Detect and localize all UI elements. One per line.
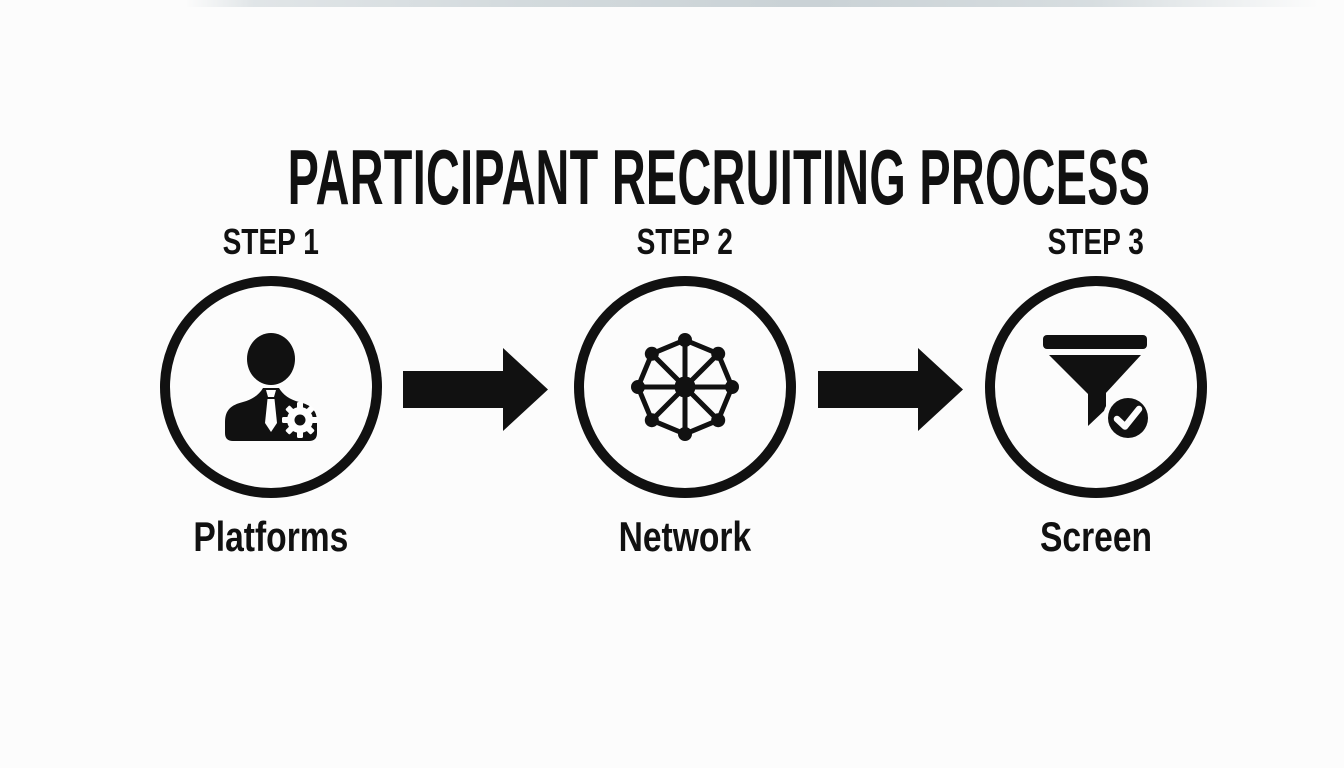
step-3-group: STEP 3 Screen — [946, 224, 1246, 558]
step-3-circle — [985, 276, 1207, 498]
businessman-gear-icon — [222, 333, 320, 441]
arrow-right-icon — [403, 348, 548, 431]
step-2-circle — [574, 276, 796, 498]
step-2-group: STEP 2 — [535, 224, 835, 558]
step-1-label: STEP 1 — [222, 221, 320, 262]
funnel-check-icon — [1042, 334, 1150, 440]
arrow-right-icon — [818, 348, 963, 431]
step-3-caption: Screen — [1039, 513, 1153, 560]
step-2-label: STEP 2 — [636, 221, 734, 262]
step-1-group: STEP 1 Platforms — [121, 224, 421, 558]
top-edge-artifact — [185, 0, 1320, 7]
step-2-caption: Network — [618, 513, 752, 560]
page-title-text: PARTICIPANT RECRUITING PROCESS — [287, 133, 1151, 222]
step-1-caption: Platforms — [193, 513, 349, 560]
network-icon — [630, 332, 740, 442]
page-title: PARTICIPANT RECRUITING PROCESS — [0, 138, 1344, 216]
step-3-label: STEP 3 — [1047, 221, 1145, 262]
step-1-circle — [160, 276, 382, 498]
